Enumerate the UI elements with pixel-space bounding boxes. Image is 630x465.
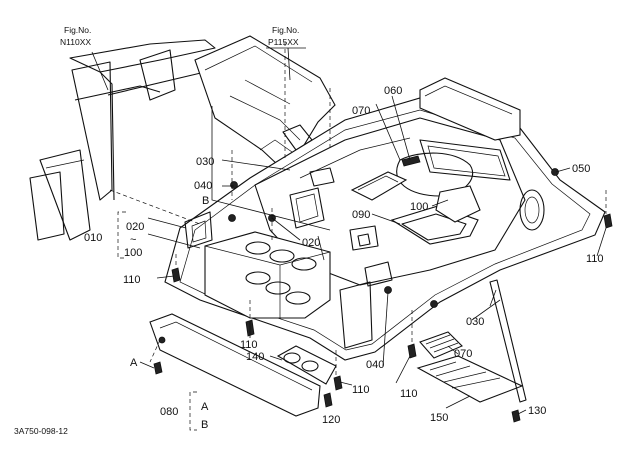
ref-letter-a: A: [130, 357, 138, 369]
callout-110: 110: [586, 253, 604, 265]
rear-housing: [194, 35, 336, 166]
fig-ref-n110: Fig.No. N110XX: [60, 25, 91, 47]
screws: [153, 213, 613, 423]
bracket-080: [189, 391, 197, 431]
roof-panel: [164, 97, 606, 361]
fig-ref-number: P115XX: [268, 37, 299, 47]
rod-030: [489, 279, 527, 403]
fig-ref-p115: Fig.No. P115XX: [266, 25, 306, 49]
callout-130: 130: [528, 405, 546, 417]
ref-letter-b: B: [202, 195, 209, 207]
reference-letters: A A B B: [130, 195, 209, 431]
fig-ref-title: Fig.No.: [272, 25, 299, 35]
callout-060: 060: [384, 85, 402, 97]
ref-letter-b: B: [201, 419, 208, 431]
callouts: 010 020 ~ 100 020 030 040 040 030 050 06…: [84, 85, 604, 426]
callout-040: 040: [366, 359, 384, 371]
callout-140: 140: [246, 351, 264, 363]
rear-panel-050: [419, 77, 521, 141]
callout-040: 040: [194, 180, 212, 192]
callout-070: 070: [454, 348, 472, 360]
callout-110: 110: [400, 388, 418, 400]
bracket-010: [117, 211, 126, 259]
leader-lines: [91, 47, 607, 415]
speaker-090: [390, 185, 481, 245]
plate-150: [416, 355, 524, 403]
callout-150: 150: [430, 412, 448, 424]
drawing-code: 3A750-098-12: [14, 426, 68, 436]
callout-100: 100: [410, 201, 428, 213]
fig-ref-number: N110XX: [60, 37, 91, 47]
fig-ref-title: Fig.No.: [64, 25, 91, 35]
callout-110: 110: [352, 384, 370, 396]
assembly-lines: [109, 42, 607, 376]
callout-010: 010: [84, 232, 102, 244]
callout-tilde: ~: [130, 234, 136, 246]
callout-020: 020: [126, 221, 144, 233]
ref-letter-a: A: [201, 401, 209, 413]
callout-020: 020: [302, 237, 320, 249]
sun-visor-080: [149, 313, 321, 417]
callout-030: 030: [466, 316, 484, 328]
callout-110: 110: [123, 274, 141, 286]
dome-light-070: [350, 155, 421, 201]
callout-080: 080: [160, 406, 178, 418]
cab-frame: [29, 39, 226, 241]
callout-090: 090: [352, 209, 370, 221]
callout-030: 030: [196, 156, 214, 168]
callout-070: 070: [352, 105, 370, 117]
callout-110: 110: [240, 339, 258, 351]
callout-120: 120: [322, 414, 340, 426]
callout-050: 050: [572, 163, 590, 175]
callout-100: 100: [124, 247, 142, 259]
grille-070: [419, 331, 463, 359]
